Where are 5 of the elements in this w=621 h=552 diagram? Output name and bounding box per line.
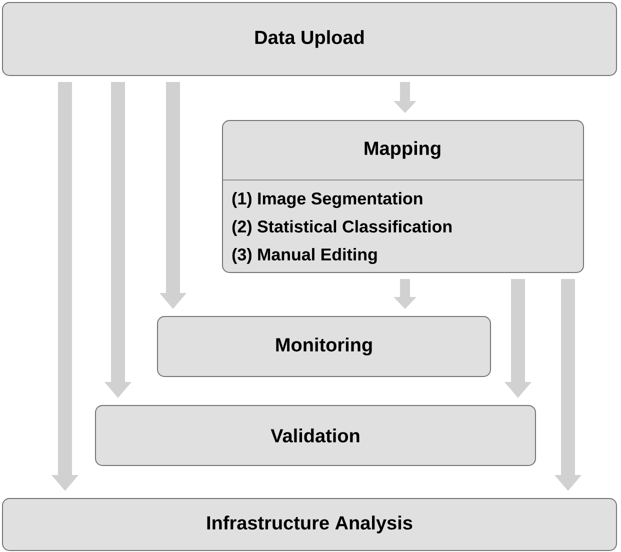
process-box: Monitoring (157, 316, 491, 377)
process-box: Infrastructure Analysis (2, 498, 617, 551)
process-box: Data Upload (2, 2, 617, 76)
process-box: Validation (95, 405, 536, 466)
process-box: Mapping (1) Image Segmentation (2) Statistical Classification (3) Manual Editing (222, 120, 584, 273)
